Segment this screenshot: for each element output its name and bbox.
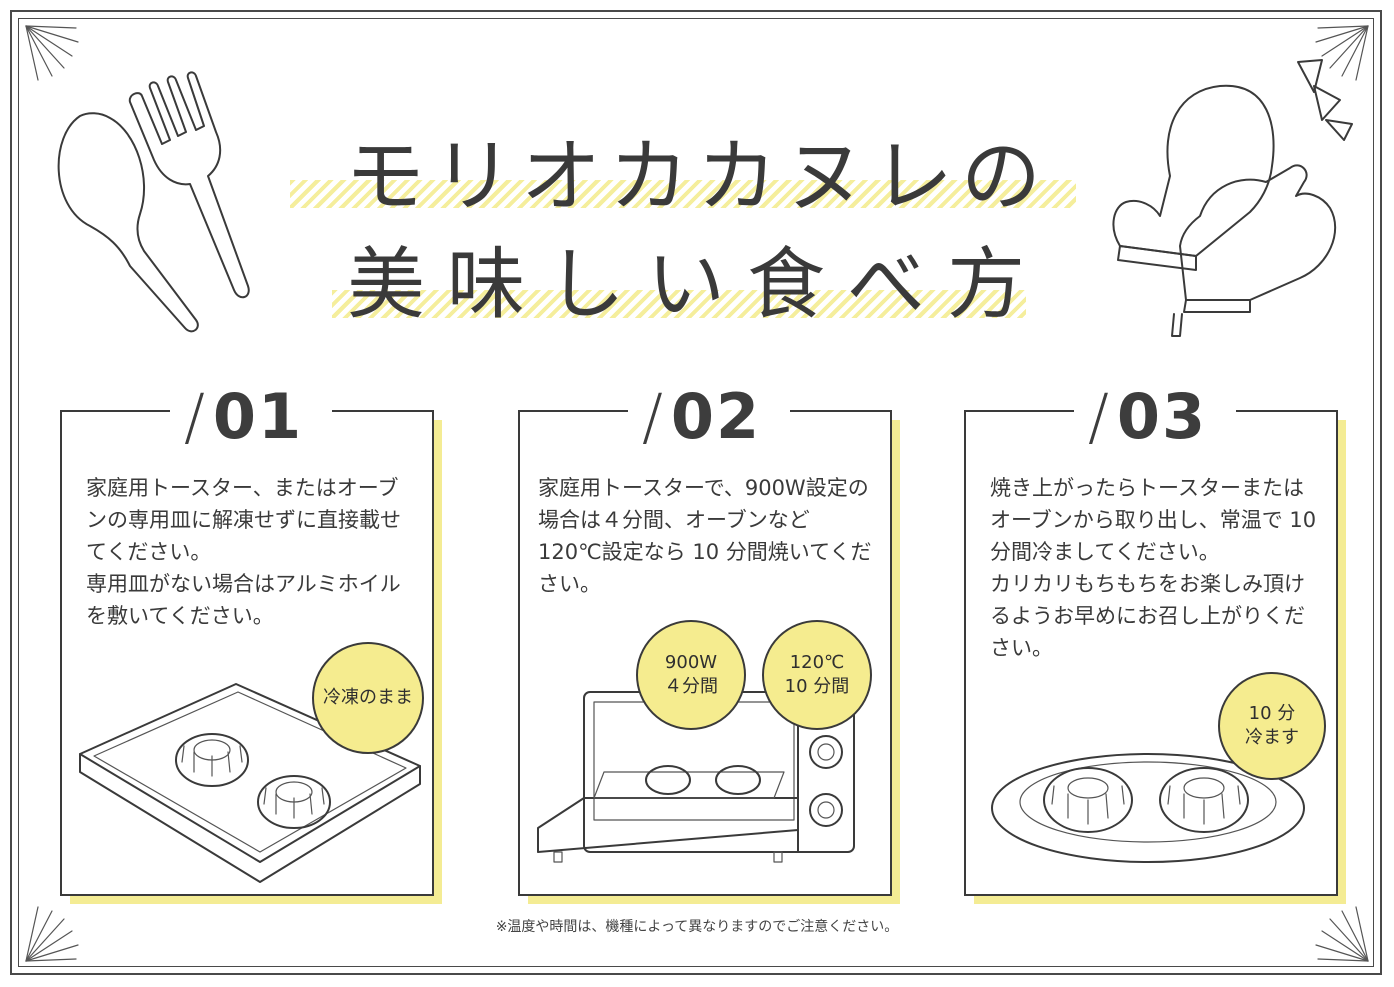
step-text: 焼き上がったらトースターまたはオーブンから取り出し、常温で 10 分間冷ましてく… [990,476,1317,660]
spoon-icon [57,112,199,333]
step-number: /02 [642,380,762,453]
oven-mitt-icon [1112,59,1353,337]
step-panel-1: /01 家庭用トースター、またはオーブンの専用皿に解凍せずに直接載せてください。… [60,380,442,904]
outer-frame [10,10,1382,975]
badge-900w: 900W ４分間 [636,620,746,730]
canele-icon [1043,767,1133,833]
title-line-2: 美味しい食べ方 [346,240,1047,330]
inner-frame [18,18,1374,967]
corner-burst-top-left [25,25,79,81]
fork-icon [128,71,250,299]
corner-burst-top-right [1315,25,1369,81]
title-highlight-1 [290,180,1076,208]
title-line-1: モリオカカヌレの [345,130,1049,223]
canele-icon [175,733,249,787]
badge-120c: 120℃ 10 分間 [762,620,872,730]
step-panel-3: /03 焼き上がったらトースターまたはオーブンから取り出し、常温で 10 分間冷… [964,380,1346,904]
badge-cool: 10 分 冷ます [1218,672,1326,780]
canele-icon [257,775,331,829]
step-panel-2: /02 家庭用トースターで、900W設定の場合は４分間、オーブンなど 120℃設… [518,380,900,904]
step-number: /03 [1088,380,1208,453]
corner-burst-bottom-left [25,906,79,962]
corner-burst-bottom-right [1315,906,1369,962]
title-highlight-2 [332,290,1026,318]
step-text: 家庭用トースターで、900W設定の場合は４分間、オーブンなど 120℃設定なら … [538,476,872,596]
plate-icon [991,753,1305,863]
step-number: /01 [184,380,304,453]
toaster-oven-icon [537,691,855,863]
footnote: ※温度や時間は、機種によって異なりますのでご注意ください。 [495,919,899,935]
badge-frozen: 冷凍のまま [312,642,424,754]
baking-tray-icon [79,683,421,883]
step-text: 家庭用トースター、またはオーブンの専用皿に解凍せずに直接載せてください。 専用皿… [86,476,401,628]
canele-icon [1159,767,1249,833]
